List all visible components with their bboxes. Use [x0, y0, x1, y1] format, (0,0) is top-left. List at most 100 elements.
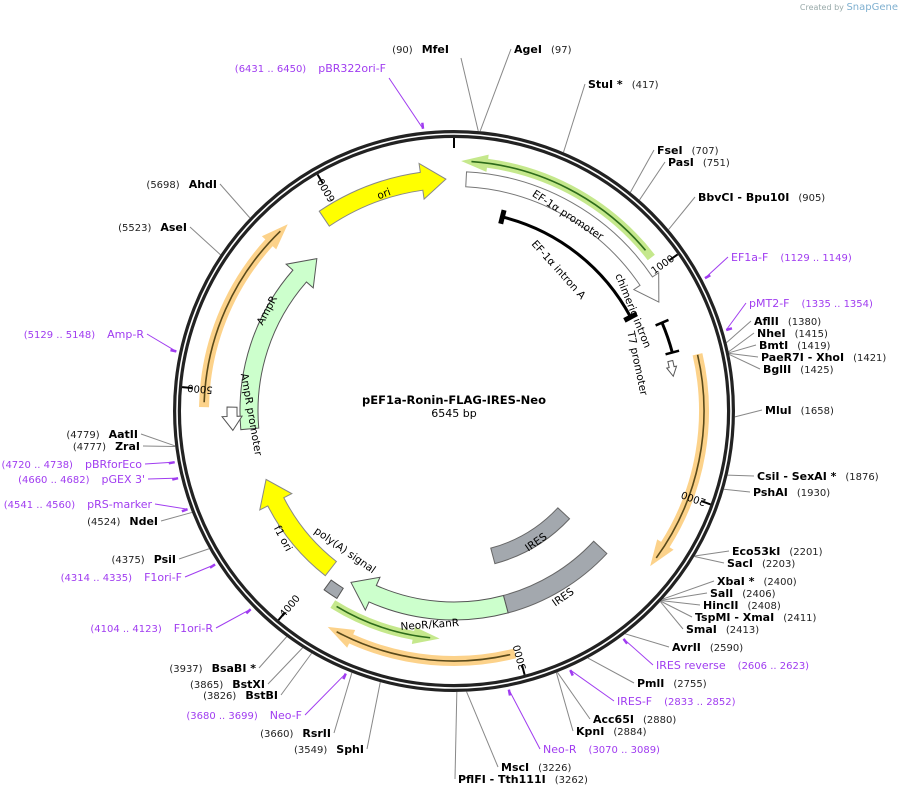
intron-end-bar — [498, 209, 507, 225]
enzyme-label[interactable]: Eco53kI(2201) — [732, 545, 823, 558]
neor-kanr-arrow[interactable] — [350, 576, 509, 621]
enzyme-label[interactable]: AgeI(97) — [514, 43, 572, 56]
ori-arrow[interactable] — [318, 162, 447, 227]
enzyme-label[interactable]: (3660)RsrII — [260, 727, 331, 740]
leader-line — [154, 503, 188, 510]
enzyme-name: SacI — [727, 557, 753, 570]
leader-line — [189, 226, 221, 256]
primer-label[interactable]: (4104 .. 4123)F1ori-R — [90, 622, 213, 635]
enzyme-label[interactable]: PaeR7I - XhoI(1421) — [761, 351, 886, 364]
enzyme-label[interactable]: KpnI(2884) — [576, 725, 647, 738]
tick-label: 1000 — [650, 253, 677, 277]
feature-label: EF-1α promoter — [530, 188, 606, 243]
enzyme-label[interactable]: (4779)AatII — [66, 428, 138, 441]
primer-label[interactable]: (4720 .. 4738) pBRforEco — [2, 458, 143, 471]
enzyme-label[interactable]: NheI(1415) — [757, 327, 828, 340]
primer-label[interactable]: IRES-F(2833 .. 2852) — [617, 695, 736, 708]
leader-line — [466, 691, 499, 768]
enzyme-position: (2590) — [710, 643, 743, 654]
primer-label[interactable]: (5129 .. 5148)Amp-R — [24, 328, 145, 341]
enzyme-position: (1415) — [795, 329, 828, 340]
enzyme-label[interactable]: (4524)NdeI — [87, 515, 158, 528]
ronin-orange-region[interactable] — [650, 353, 709, 567]
primer-label[interactable]: (4660 .. 4682)pGEX 3' — [18, 473, 145, 486]
enzyme-label[interactable]: (4777)ZraI — [73, 440, 140, 453]
enzyme-label[interactable]: PasI(751) — [668, 156, 730, 169]
primer-label[interactable]: (4541 .. 4560)pRS-marker — [4, 498, 153, 511]
enzyme-name: XbaI * — [717, 575, 755, 588]
enzyme-name: KpnI — [576, 725, 604, 738]
enzyme-label[interactable]: XbaI *(2400) — [717, 575, 797, 588]
enzyme-label[interactable]: (3865)BstXI — [190, 678, 265, 691]
enzyme-label[interactable]: HincII(2408) — [703, 599, 781, 612]
primer-label[interactable]: (6431 .. 6450)pBR322ori-F — [235, 62, 386, 75]
primer-name: pRS-marker — [87, 498, 152, 511]
ampr-arrow[interactable] — [239, 258, 318, 431]
chimeric-intron-arc[interactable] — [660, 322, 674, 353]
enzyme-label[interactable]: SacI(2203) — [727, 557, 795, 570]
plasmid-length: 6545 bp — [431, 407, 476, 420]
enzyme-name: Eco53kI — [732, 545, 780, 558]
enzyme-label[interactable]: (3826)BstBI — [203, 689, 278, 702]
leader-line — [258, 636, 288, 669]
tick-mark — [521, 664, 526, 675]
ef1a-promoter-arrow[interactable] — [465, 171, 660, 303]
orange-lower-region[interactable] — [327, 626, 517, 666]
leader-line — [304, 673, 347, 716]
enzyme-label[interactable]: SmaI(2413) — [686, 623, 759, 636]
enzyme-label[interactable]: MscI(3226) — [501, 761, 571, 774]
enzyme-label[interactable]: (3549)SphI — [294, 743, 364, 756]
primer-label[interactable]: EF1a-F(1129 .. 1149) — [731, 251, 852, 264]
enzyme-name: NdeI — [129, 515, 158, 528]
enzyme-label[interactable]: (90)MfeI — [392, 43, 449, 56]
tick-mark — [316, 174, 324, 184]
enzyme-name: BbvCI - Bpu10I — [698, 191, 789, 204]
enzyme-label[interactable]: (4375)PsiI — [111, 553, 176, 566]
enzyme-label[interactable]: CsiI - SexAI *(1876) — [757, 470, 879, 483]
enzyme-label[interactable]: StuI *(417) — [588, 78, 659, 91]
primer-name: F1ori-F — [144, 571, 182, 584]
enzyme-label[interactable]: PmlI(2755) — [637, 677, 707, 690]
enzyme-label[interactable]: SalI(2406) — [710, 587, 776, 600]
enzyme-name: Acc65I — [593, 713, 634, 726]
enzyme-label[interactable]: Acc65I(2880) — [593, 713, 676, 726]
primer-name: pBRforEco — [85, 458, 142, 471]
ef1a-f-primer-bind[interactable] — [461, 154, 655, 261]
enzyme-name: BsaBI * — [212, 662, 257, 675]
ires-inner-bar[interactable] — [490, 507, 571, 565]
enzyme-label[interactable]: BglII(1425) — [763, 363, 834, 376]
primer-range: (6431 .. 6450) — [235, 64, 307, 75]
enzyme-label[interactable]: FseI(707) — [657, 144, 719, 157]
primer-label[interactable]: (4314 .. 4335)F1ori-F — [61, 571, 182, 584]
enzyme-label[interactable]: TspMI - XmaI(2411) — [695, 611, 817, 624]
enzyme-label[interactable]: PshAI(1930) — [753, 486, 830, 499]
feature-label: NeoR/KanR — [400, 617, 459, 633]
enzyme-label[interactable]: BmtI(1419) — [759, 339, 831, 352]
enzyme-label[interactable]: (5698)AhdI — [146, 178, 217, 191]
enzyme-label[interactable]: AflII(1380) — [754, 315, 821, 328]
orange-left-region[interactable] — [199, 224, 288, 408]
enzyme-name: BmtI — [759, 339, 788, 352]
primer-range: (4720 .. 4738) — [2, 460, 74, 471]
leader-line — [280, 652, 313, 696]
primer-label[interactable]: pMT2-F(1335 .. 1354) — [749, 297, 873, 310]
leader-line — [388, 77, 424, 129]
primer-label[interactable]: IRES reverse(2606 .. 2623) — [656, 659, 809, 672]
polya-signal-box[interactable] — [323, 579, 344, 600]
neo-primer-bind[interactable] — [330, 600, 440, 644]
ampr-promoter-arrow[interactable] — [221, 406, 243, 432]
enzyme-label[interactable]: PflFI - Tth111I(3262) — [458, 773, 588, 786]
primer-label[interactable]: (3680 .. 3699)Neo-F — [186, 709, 302, 722]
enzyme-label[interactable]: (5523)AseI — [118, 221, 187, 234]
primer-range: (3680 .. 3699) — [186, 711, 258, 722]
t7-promoter-arrow[interactable] — [665, 359, 678, 378]
enzyme-label[interactable]: (3937)BsaBI * — [169, 662, 256, 675]
primer-label[interactable]: Neo-R(3070 .. 3089) — [543, 743, 660, 756]
enzyme-label[interactable]: AvrII(2590) — [672, 641, 743, 654]
f1-ori-arrow[interactable] — [259, 478, 338, 577]
enzyme-position: (905) — [798, 193, 825, 204]
ef1a-intron-a-arc[interactable] — [502, 215, 632, 318]
enzyme-label[interactable]: MluI(1658) — [765, 404, 834, 417]
enzyme-label[interactable]: BbvCI - Bpu10I (905) — [698, 191, 825, 204]
